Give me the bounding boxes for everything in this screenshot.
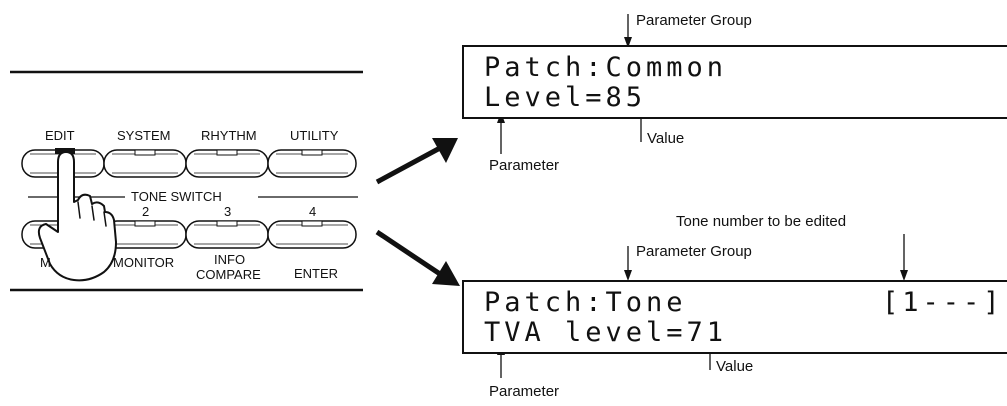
tone-number-label: Tone number to be edited — [676, 213, 847, 230]
button-label-monitor: MONITOR — [113, 255, 175, 270]
button-label-mute: M — [40, 255, 51, 270]
button-label-edit: EDIT — [45, 128, 75, 143]
button-label-enter: ENTER — [294, 266, 339, 281]
lcd-line-2: TVA level=71 — [484, 317, 728, 348]
tone-group-pointer-icon — [624, 246, 632, 281]
button-label-rhythm: RHYTHM — [201, 128, 257, 143]
tone-parameter-group-label: Parameter Group — [636, 243, 752, 260]
arrow-to-common-display-icon — [375, 138, 458, 185]
common-group-pointer-icon — [624, 14, 632, 48]
tone-parameter-label: Parameter — [489, 383, 560, 400]
tone-value-label: Value — [716, 358, 754, 375]
button-rhythm[interactable] — [185, 149, 269, 178]
button-label-system: SYSTEM — [117, 128, 171, 143]
tone-number-3: 3 — [224, 204, 232, 219]
button-utility[interactable] — [267, 149, 357, 178]
common-parameter-group-label: Parameter Group — [636, 12, 752, 29]
button-label-utility: UTILITY — [290, 128, 339, 143]
tone-number-4: 4 — [309, 204, 317, 219]
button-tone-4-enter[interactable] — [267, 220, 357, 249]
button-label-info: INFO — [214, 252, 246, 267]
button-system[interactable] — [103, 149, 187, 178]
tone-indicator: [1---] — [882, 287, 1004, 318]
lcd-display-tone: Patch:Tone [1---] TVA level=71 — [462, 280, 1007, 354]
common-value-label: Value — [647, 130, 685, 147]
common-parameter-label: Parameter — [489, 157, 560, 174]
arrow-to-tone-display-icon — [375, 229, 460, 286]
pressing-hand-icon — [37, 151, 117, 282]
tone-switch-label: TONE SWITCH — [129, 189, 224, 204]
tone-number-pointer-icon — [900, 234, 908, 281]
button-tone-3-info[interactable] — [185, 220, 269, 249]
lcd-line-2: Level=85 — [484, 82, 647, 113]
lcd-line-1: Patch:Tone — [484, 287, 687, 318]
button-label-compare: COMPARE — [196, 267, 261, 282]
lcd-display-common: Patch:Common Level=85 — [462, 45, 1007, 119]
tone-number-2: 2 — [142, 204, 150, 219]
lcd-line-1: Patch:Common — [484, 52, 728, 83]
